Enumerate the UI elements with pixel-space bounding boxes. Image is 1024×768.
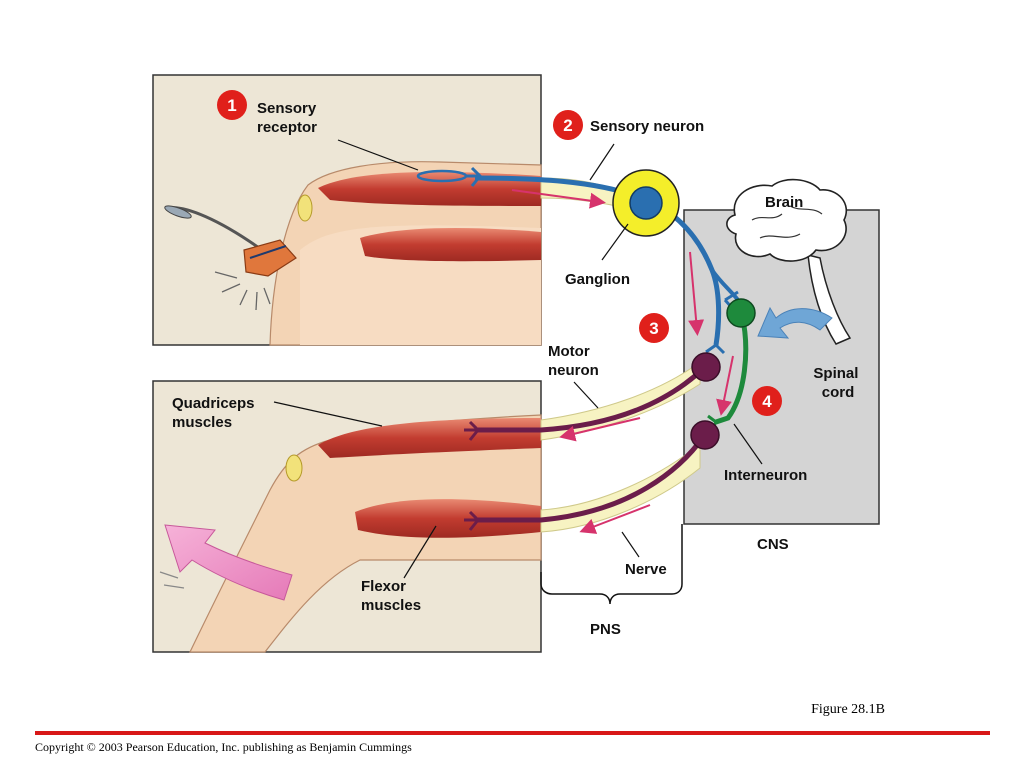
label-spinal-cord-line2: cord <box>822 384 855 401</box>
label-sensory-receptor: Sensory receptor <box>257 100 320 136</box>
label-spinal-cord-line1: Spinal <box>813 365 858 382</box>
label-quadriceps-line1: Quadriceps <box>172 395 255 412</box>
interneuron-cell-body <box>726 298 756 328</box>
spinal-cord-arrow-icon <box>757 306 833 339</box>
kick-motion-lines <box>159 571 185 589</box>
brain-icon <box>726 178 847 262</box>
sensory-terminal-lower <box>705 343 726 355</box>
step-badge-4: 4 <box>752 386 782 416</box>
label-motor-neuron-line2: neuron <box>548 362 599 379</box>
label-brain: Brain <box>765 194 803 211</box>
step-badge-3: 3 <box>639 313 669 343</box>
label-motor-neuron-line1: Motor <box>548 343 590 360</box>
label-sensory-neuron: Sensory neuron <box>590 118 704 135</box>
motor-neuron-quadriceps-fiber <box>478 366 706 433</box>
step-badge-2: 2 <box>553 110 583 140</box>
label-pns: PNS <box>590 621 621 638</box>
svg-text:4: 4 <box>762 392 772 411</box>
label-flexor-line1: Flexor <box>361 578 406 595</box>
label-sensory-receptor-line2: receptor <box>257 119 317 136</box>
motor-neuron-quadriceps-terminal <box>464 420 481 441</box>
reflex-hammer-icon <box>164 205 297 277</box>
label-quadriceps-line2: muscles <box>172 414 232 431</box>
brain-folds <box>751 205 823 239</box>
label-quadriceps-muscles: Quadriceps muscles <box>172 395 259 431</box>
signal-arrows <box>511 189 734 534</box>
footer-rule <box>35 731 990 735</box>
label-spinal-cord: Spinal cord <box>813 365 862 401</box>
label-ganglion: Ganglion <box>565 271 630 288</box>
label-interneuron: Interneuron <box>724 467 807 484</box>
label-flexor-muscles: Flexor muscles <box>361 578 421 614</box>
label-nerve: Nerve <box>625 561 667 578</box>
label-motor-neuron: Motor neuron <box>548 343 599 379</box>
sensory-neuron-cell-body <box>629 186 663 220</box>
top-kneecap <box>297 194 313 222</box>
motor-neuron-flexor-fiber <box>478 434 707 523</box>
impact-lines <box>214 271 271 311</box>
label-sensory-receptor-line1: Sensory <box>257 100 317 117</box>
svg-text:1: 1 <box>227 96 236 115</box>
motor-neuron-quadriceps-cell-body <box>691 352 721 382</box>
figure-caption: Figure 28.1B <box>811 702 885 717</box>
copyright-footer: Copyright © 2003 Pearson Education, Inc.… <box>35 740 412 754</box>
motor-neuron-flexor-terminal <box>464 510 481 531</box>
sensory-neuron-branch <box>710 268 740 302</box>
top-flexor-muscle <box>360 228 541 262</box>
label-cns: CNS <box>757 536 789 553</box>
sensory-ending-fork <box>466 166 483 187</box>
svg-text:2: 2 <box>563 116 572 135</box>
bottom-flexor-muscle <box>355 499 541 538</box>
spinal-cord-stem <box>807 254 852 345</box>
svg-text:3: 3 <box>649 319 658 338</box>
step-badge-1: 1 <box>217 90 247 120</box>
label-flexor-line2: muscles <box>361 597 421 614</box>
bottom-kneecap <box>285 454 303 482</box>
pns-bracket <box>540 524 683 605</box>
kick-arrow-icon <box>164 524 293 601</box>
motor-neuron-flexor-cell-body <box>690 420 720 450</box>
leader-lines <box>273 139 763 579</box>
